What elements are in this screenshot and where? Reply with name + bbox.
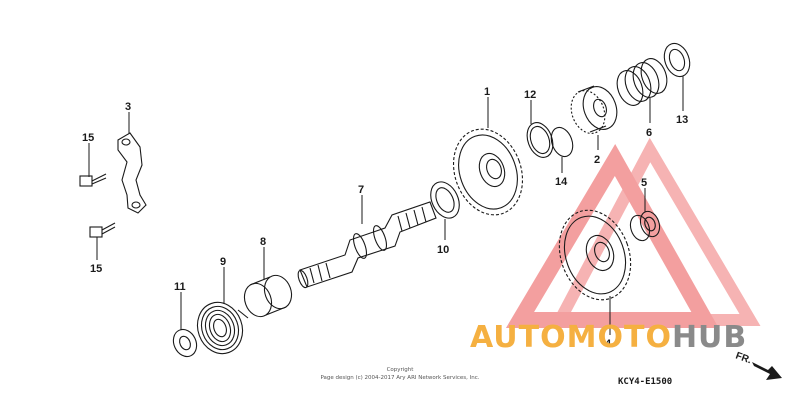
callout-3: 3 [125, 101, 131, 113]
ratchet-2[interactable] [565, 82, 622, 138]
callout-4: 4 [605, 338, 612, 350]
watermark-part1: AUTOMOTO [470, 320, 672, 355]
callout-14: 14 [555, 176, 568, 188]
washer-11[interactable] [169, 326, 201, 361]
callout-15-upper: 15 [82, 132, 94, 144]
callout-7: 7 [358, 184, 364, 196]
bracket-part[interactable] [117, 132, 147, 214]
callout-8: 8 [260, 236, 266, 248]
callout-13: 13 [676, 114, 688, 126]
gear-1[interactable] [442, 119, 534, 224]
callout-6: 6 [646, 127, 652, 139]
watermark-text: AUTOMOTOHUB [470, 320, 747, 355]
callout-5: 5 [641, 177, 647, 189]
leader-lines [88, 76, 684, 335]
callout-15-lower: 15 [90, 263, 102, 275]
callout-2: 2 [594, 154, 600, 166]
arrow-down-right-icon [752, 362, 782, 380]
callout-10: 10 [437, 244, 449, 256]
bushing-8[interactable] [240, 272, 296, 321]
shaft-7[interactable] [296, 201, 437, 289]
gear-4[interactable] [547, 200, 642, 310]
washer-13[interactable] [660, 40, 694, 80]
callout-11: 11 [174, 281, 186, 293]
circlip-12[interactable] [523, 119, 558, 161]
circlip-14[interactable] [547, 124, 576, 159]
callout-1: 1 [484, 86, 490, 98]
direction-label: FR. [734, 350, 753, 366]
washer-10[interactable] [425, 177, 465, 222]
callout-9: 9 [220, 256, 226, 268]
bolt-lower[interactable] [89, 222, 116, 238]
reference-code: KCY4-E1500 [618, 377, 672, 387]
bolt-upper[interactable] [79, 173, 107, 187]
callout-12: 12 [524, 89, 536, 101]
watermark-part2: HUB [672, 320, 747, 355]
triangle-logo-icon [505, 137, 761, 328]
copyright-line1: Copyright [387, 367, 415, 373]
bushing-5[interactable] [627, 209, 663, 244]
spring-9[interactable] [190, 296, 249, 360]
copyright-line2: Page design (c) 2004-2017 Ary ARI Networ… [320, 375, 479, 381]
spring-6[interactable] [613, 55, 672, 109]
